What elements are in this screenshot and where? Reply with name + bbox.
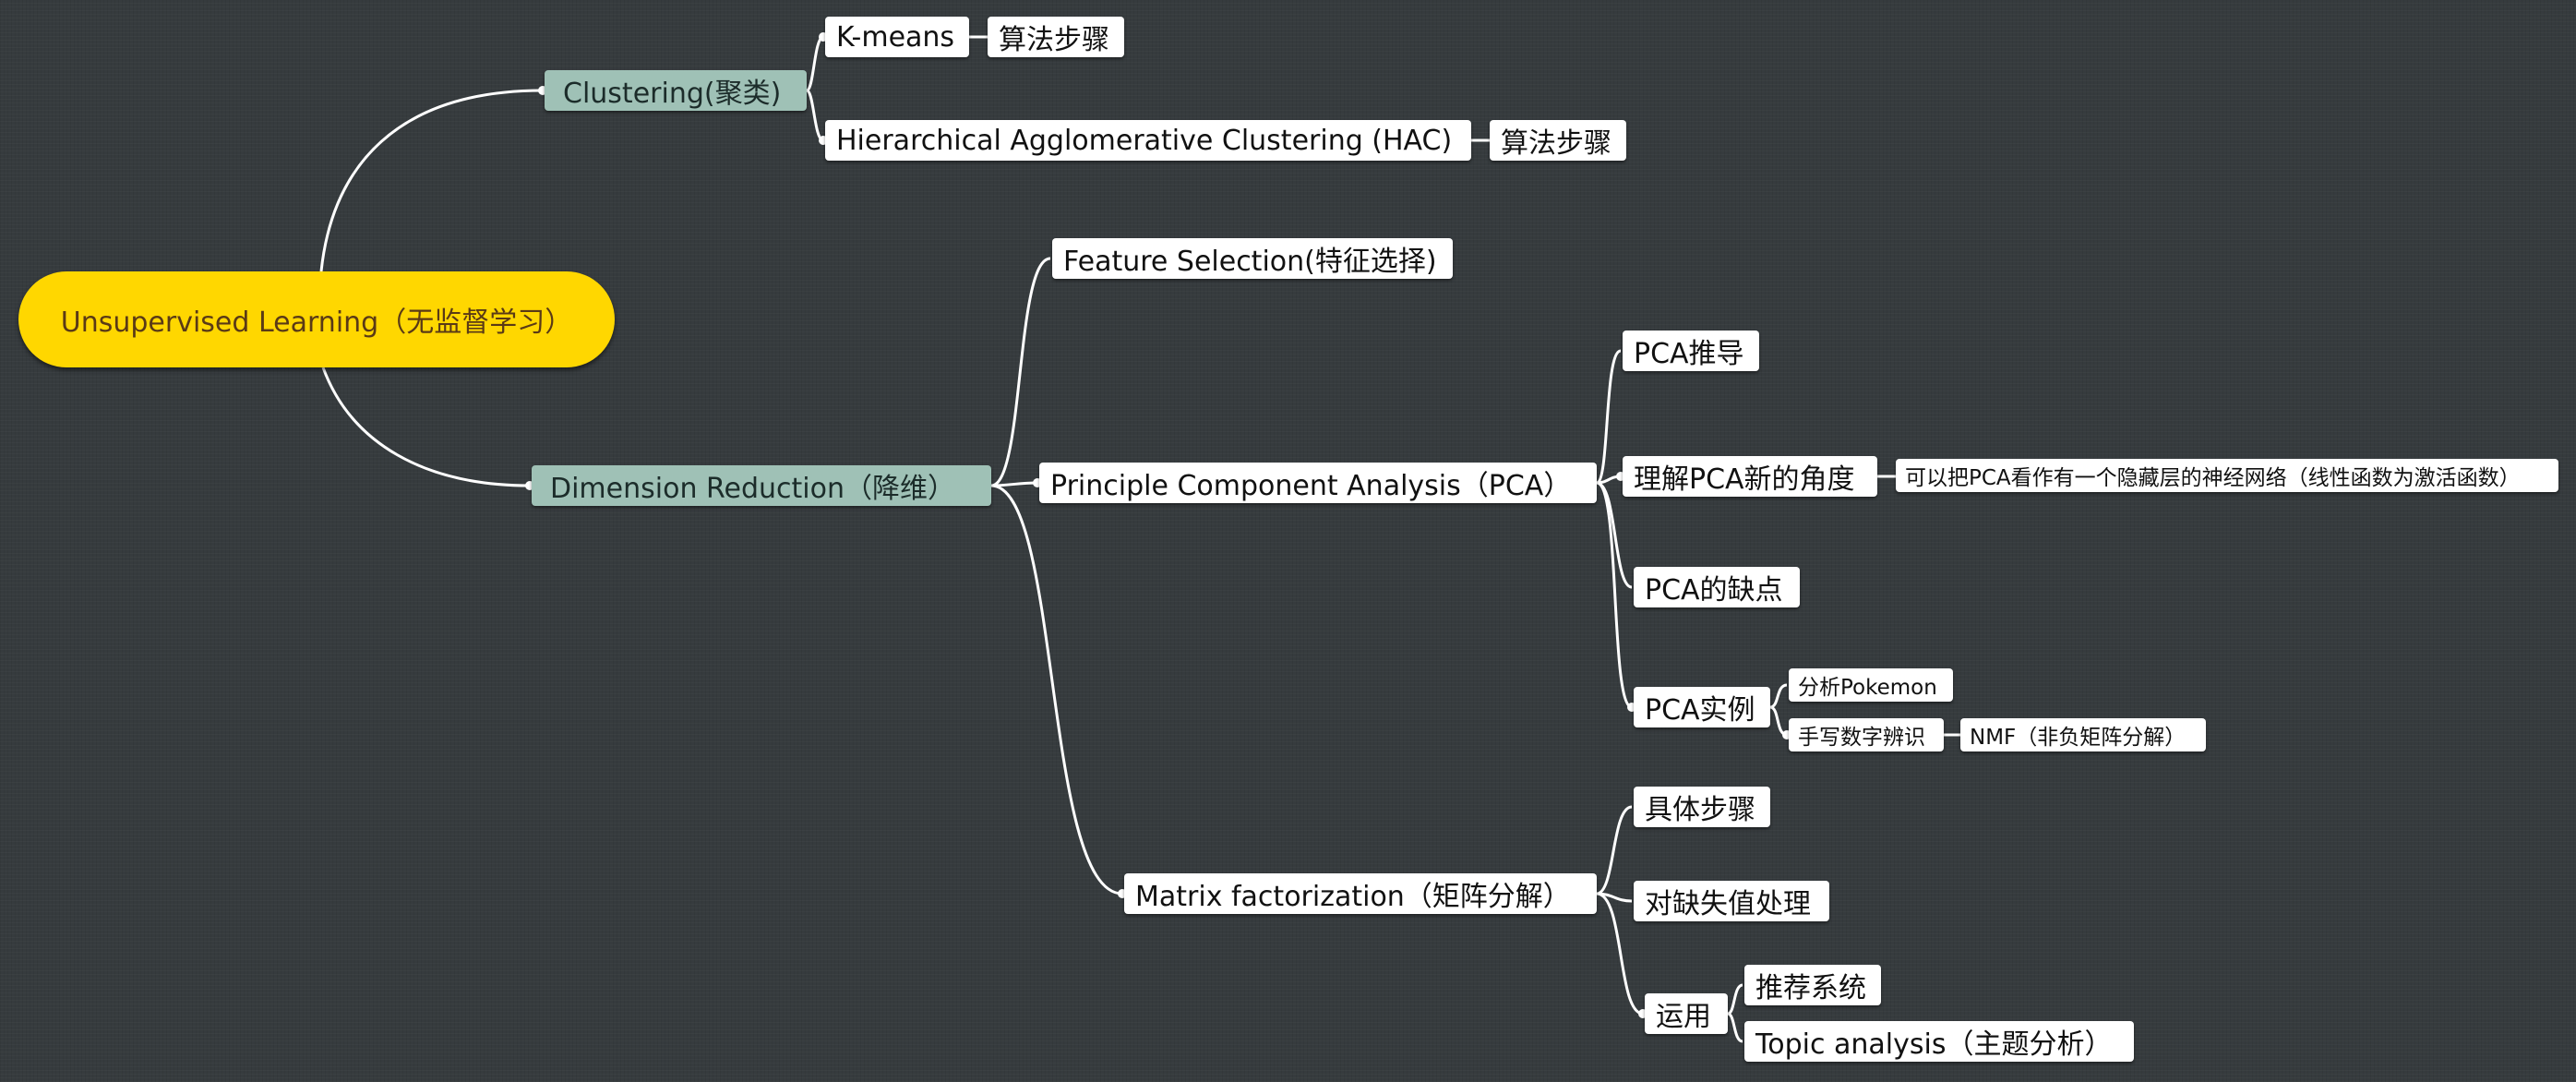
pca-derivation-node[interactable]: PCA推导 <box>1623 331 1759 371</box>
application-node[interactable]: 运用 <box>1645 993 1728 1034</box>
root-topic[interactable]: Unsupervised Learning（无监督学习） <box>18 271 615 367</box>
mf-to-application-connector <box>1596 892 1644 1016</box>
pca-node[interactable]: Principle Component Analysis（PCA） <box>1039 463 1597 503</box>
dr-to-feature-selection-connector <box>990 257 1051 487</box>
pokemon-analysis-node[interactable]: 分析Pokemon <box>1789 668 1953 702</box>
feature-selection-node[interactable]: Feature Selection(特征选择) <box>1052 238 1453 279</box>
mf-steps-node[interactable]: 具体步骤 <box>1634 787 1770 827</box>
pca-examples-node[interactable]: PCA实例 <box>1634 687 1770 727</box>
application-to-topic-connector <box>1727 1012 1743 1043</box>
mf-to-steps-connector <box>1596 805 1633 896</box>
clustering-node[interactable]: Clustering(聚类) <box>545 70 807 111</box>
examples-to-pokemon-connector <box>1769 683 1788 709</box>
matrix-factorization-node[interactable]: Matrix factorization（矩阵分解） <box>1124 873 1597 914</box>
clustering-to-hac-connector <box>805 89 824 142</box>
recommender-system-node[interactable]: 推荐系统 <box>1744 965 1881 1005</box>
kmeans-algorithm-steps-node[interactable]: 算法步骤 <box>988 17 1124 57</box>
pca-to-derivation-connector <box>1595 349 1622 485</box>
hac-node[interactable]: Hierarchical Agglomerative Clustering (H… <box>825 120 1471 161</box>
pca-to-examples-connector <box>1596 481 1633 709</box>
clustering-to-kmeans-connector <box>805 35 824 92</box>
topic-analysis-node[interactable]: Topic analysis（主题分析） <box>1744 1021 2134 1062</box>
hac-algorithm-steps-node[interactable]: 算法步骤 <box>1490 120 1626 161</box>
kmeans-node[interactable]: K-means <box>825 17 969 57</box>
dimension-reduction-node[interactable]: Dimension Reduction（降维） <box>532 465 991 506</box>
missing-values-node[interactable]: 对缺失值处理 <box>1634 881 1829 921</box>
root-to-clustering-connector <box>319 89 544 272</box>
dr-to-matrix-factorization-connector <box>990 484 1123 896</box>
pca-new-view-node[interactable]: 理解PCA新的角度 <box>1623 456 1877 497</box>
nmf-node[interactable]: NMF（非负矩阵分解） <box>1960 718 2206 751</box>
handwritten-digits-node[interactable]: 手写数字辨识 <box>1789 718 1944 751</box>
pca-weakness-node[interactable]: PCA的缺点 <box>1634 567 1800 607</box>
pca-new-view-note-node[interactable]: 可以把PCA看作有一个隐藏层的神经网络（线性函数为激活函数） <box>1896 459 2558 492</box>
examples-to-digits-connector <box>1769 705 1788 737</box>
application-to-recommender-connector <box>1727 983 1743 1016</box>
root-to-dimension-reduction-connector <box>321 367 531 487</box>
